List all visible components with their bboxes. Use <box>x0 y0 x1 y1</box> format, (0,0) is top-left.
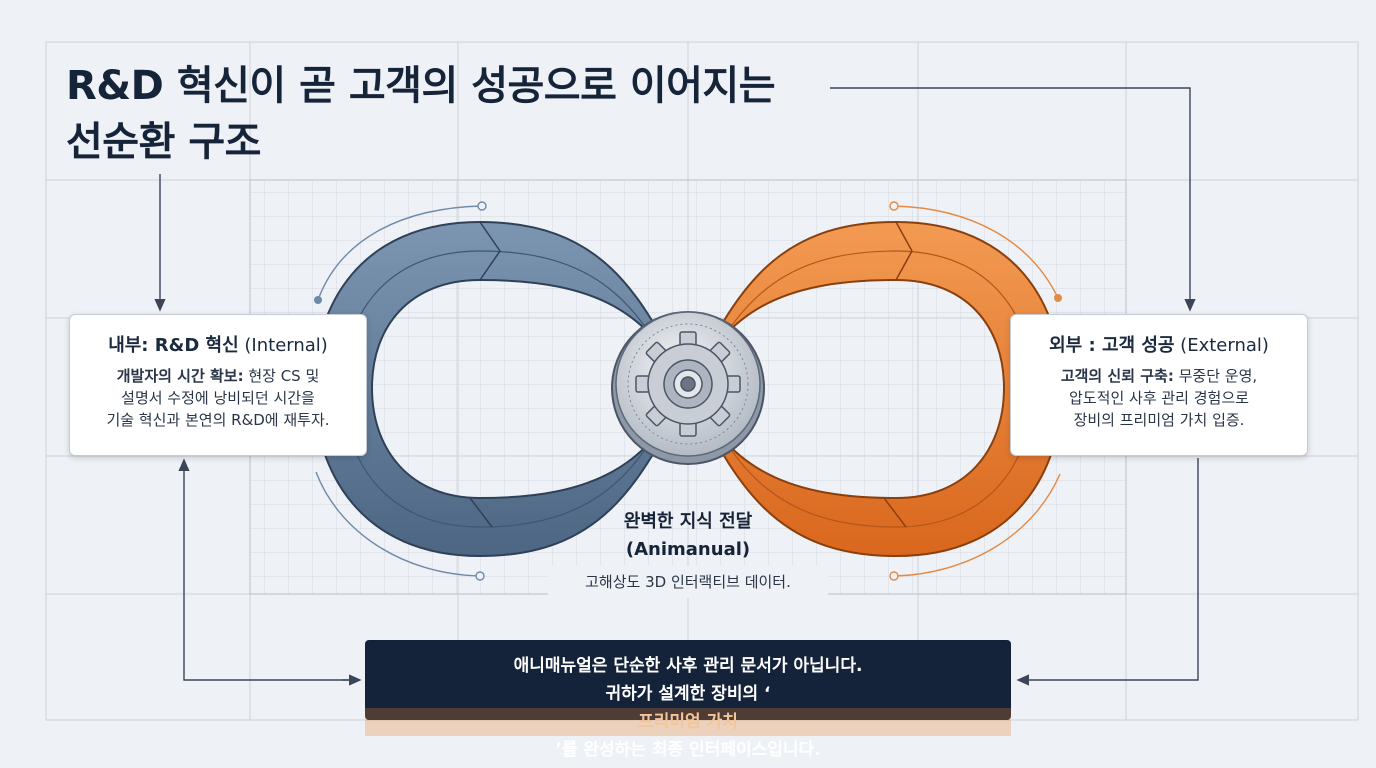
title-line-1: R&D 혁신이 곧 고객의 성공으로 이어지는 <box>66 63 776 109</box>
banner-line-1: 애니매뉴얼은 단순한 사후 관리 문서가 아닙니다. <box>513 656 863 676</box>
external-card-heading: 외부 : 고객 성공 (External) <box>1011 333 1307 359</box>
internal-card-body-bold: 개발자의 시간 확보: <box>116 367 244 385</box>
external-card-body-bold: 고객의 신뢰 구축: <box>1060 367 1174 385</box>
external-card-body: 고객의 신뢰 구축: 무중단 운영, 압도적인 사후 관리 경험으로 장비의 프… <box>1011 365 1307 431</box>
page-title: R&D 혁신이 곧 고객의 성공으로 이어지는 선순환 구조 <box>66 58 776 170</box>
external-card-heading-suffix: (External) <box>1174 335 1269 356</box>
external-card-line-1-rest: 무중단 운영, <box>1173 367 1258 385</box>
internal-card-heading-suffix: (Internal) <box>238 335 328 356</box>
banner-highlight: 프리미엄 가치 <box>365 708 1011 736</box>
banner-line-2-pre: 귀하가 설계한 장비의 ‘ <box>605 684 771 704</box>
internal-card-line-3: 기술 혁신과 본연의 R&D에 재투자. <box>106 411 330 429</box>
external-card-heading-bold: 외부 : 고객 성공 <box>1049 335 1175 356</box>
orbit-arcs <box>314 201 1062 581</box>
center-label: 완벽한 지식 전달 (Animanual) <box>568 508 808 564</box>
center-label-line-2: (Animanual) <box>625 539 751 560</box>
title-line-2: 선순환 구조 <box>66 119 261 165</box>
gear-icon <box>611 311 765 465</box>
center-sublabel: 고해상도 3D 인터랙티브 데이터. <box>548 566 828 598</box>
summary-banner: 애니매뉴얼은 단순한 사후 관리 문서가 아닙니다. 귀하가 설계한 장비의 ‘… <box>365 640 1011 760</box>
banner-line-2: 귀하가 설계한 장비의 ‘ 프리미엄 가치 ’를 완성하는 최종 인터페이스입니다. <box>365 680 1011 764</box>
internal-card-line-1: 개발자의 시간 확보: 현장 CS 및 <box>78 365 358 387</box>
internal-card-body: 개발자의 시간 확보: 현장 CS 및 설명서 수정에 낭비되던 시간을 기술 … <box>70 365 366 431</box>
internal-card-heading: 내부: R&D 혁신 (Internal) <box>70 333 366 359</box>
internal-card-line-2: 설명서 수정에 낭비되던 시간을 <box>121 389 315 407</box>
connector-arrows <box>154 87 1199 686</box>
banner-line-2-post: ’를 완성하는 최종 인터페이스입니다. <box>555 740 821 760</box>
internal-card-line-1-rest: 현장 CS 및 <box>243 367 320 385</box>
external-customer-card: 외부 : 고객 성공 (External) 고객의 신뢰 구축: 무중단 운영,… <box>1010 314 1308 456</box>
external-card-line-2: 압도적인 사후 관리 경험으로 <box>1069 389 1249 407</box>
external-card-line-1: 고객의 신뢰 구축: 무중단 운영, <box>1019 365 1299 387</box>
external-card-line-3: 장비의 프리미엄 가치 입증. <box>1073 411 1245 429</box>
center-label-line-1: 완벽한 지식 전달 <box>623 511 753 532</box>
internal-card-heading-bold: 내부: R&D 혁신 <box>108 335 239 356</box>
internal-rnd-card: 내부: R&D 혁신 (Internal) 개발자의 시간 확보: 현장 CS … <box>69 314 367 456</box>
